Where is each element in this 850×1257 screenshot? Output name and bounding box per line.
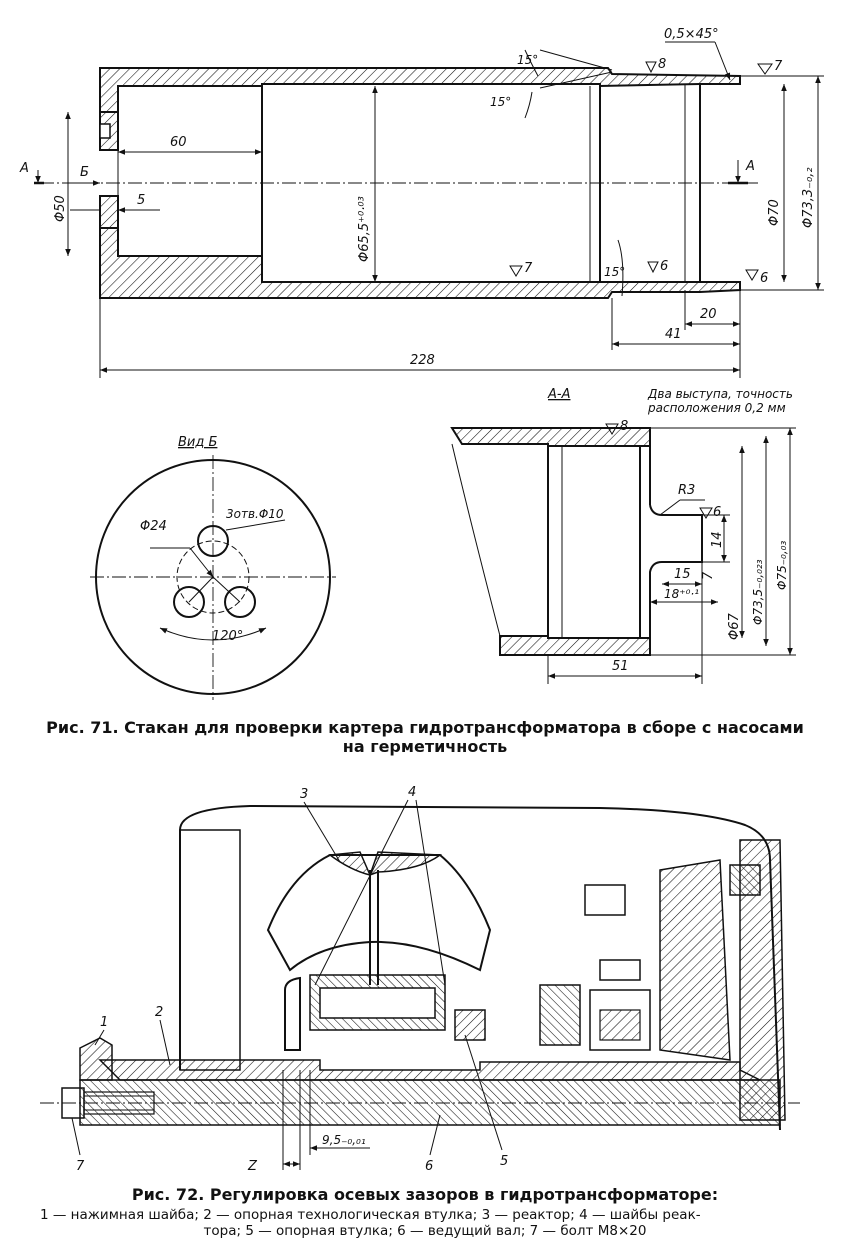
section-aa-note-1: Два выступа, точность xyxy=(647,387,793,401)
view-b-marker: Б xyxy=(80,165,89,180)
section-aa: А-А Два выступа, точность расположения 0… xyxy=(450,387,796,684)
dim-9-5: 9,5₋₀,₀₁ xyxy=(322,1133,366,1147)
aa-w18: 18⁺⁰·¹ xyxy=(664,587,699,601)
dim-d50: Φ50 xyxy=(53,195,68,222)
figure-72-legend-line-1: 1 — нажимная шайба; 2 — опорная технолог… xyxy=(40,1207,701,1223)
section-a-right: А xyxy=(745,159,755,174)
figure-72-drawing: Z 9,5₋₀,₀₁ 1 2 3 4 5 6 7 xyxy=(40,785,800,1174)
rough-8: 8 xyxy=(658,57,666,72)
figure-72-legend: 1 — нажимная шайба; 2 — опорная технолог… xyxy=(40,1207,810,1239)
callout-5: 5 xyxy=(500,1154,508,1169)
figure-71-caption-line-2: на герметичность xyxy=(342,737,508,756)
section-a-left: А xyxy=(19,161,29,176)
dim-20: 20 xyxy=(700,307,717,322)
callout-3: 3 xyxy=(300,787,308,802)
bolt-circle-label: Φ24 xyxy=(140,519,167,534)
figure-71-caption: Рис. 71. Стакан для проверки картера гид… xyxy=(40,718,810,756)
dim-60: 60 xyxy=(170,135,187,150)
figure-71-drawing: 60 5 Φ50 Φ65,5⁺⁰·⁰³ Φ70 Φ73,3₋₀,₂ 20 41 … xyxy=(19,27,824,700)
aa-rough-6: 6 xyxy=(713,505,721,520)
view-b: Вид Б Φ24 3отв.Φ10 120° xyxy=(90,435,336,700)
cup-section xyxy=(40,67,760,299)
callout-4: 4 xyxy=(408,785,416,800)
rough-6-a: 6 xyxy=(660,259,668,274)
dim-228: 228 xyxy=(410,353,435,368)
dim-chamfer: 0,5×45° xyxy=(664,27,719,42)
dim-z: Z xyxy=(247,1159,258,1174)
aa-d75: Φ75₋₀,₀₃ xyxy=(775,541,789,590)
figure-72-caption: Рис. 72. Регулировка осевых зазоров в ги… xyxy=(131,1185,719,1204)
callout-7: 7 xyxy=(76,1159,85,1174)
aa-w7: 7 xyxy=(701,571,716,580)
section-aa-note-2: расположения 0,2 мм xyxy=(647,401,786,415)
dim-d70: Φ70 xyxy=(767,199,782,226)
angle-15-b: 15° xyxy=(490,95,511,109)
figure-72-legend-line-2: тора; 5 — опорная втулка; 6 — ведущий ва… xyxy=(203,1223,647,1239)
callout-1: 1 xyxy=(100,1015,108,1030)
callout-2: 2 xyxy=(155,1005,163,1020)
holes-label: 3отв.Φ10 xyxy=(226,507,284,521)
section-aa-title: А-А xyxy=(547,387,570,402)
dim-5: 5 xyxy=(137,193,145,208)
callout-6: 6 xyxy=(425,1159,433,1174)
rough-6-b: 6 xyxy=(760,271,768,286)
aa-w14: 14 xyxy=(710,531,725,548)
rough-7-right: 7 xyxy=(774,59,783,74)
aa-w15: 15 xyxy=(674,567,691,582)
dim-41: 41 xyxy=(665,327,682,342)
aa-radius: R3 xyxy=(678,483,695,498)
aa-len51: 51 xyxy=(612,659,629,674)
dim-d65: Φ65,5⁺⁰·⁰³ xyxy=(357,196,372,262)
aa-d67: Φ67 xyxy=(727,612,742,640)
aa-rough-8: 8 xyxy=(620,419,628,434)
rough-7-bottom: 7 xyxy=(524,261,533,276)
angle-120-label: 120° xyxy=(212,629,243,644)
cup-dimensions: 60 5 Φ50 Φ65,5⁺⁰·⁰³ Φ70 Φ73,3₋₀,₂ 20 41 … xyxy=(19,27,824,378)
view-b-title: Вид Б xyxy=(178,435,217,450)
aa-d73: Φ73,5₋₀,₀₂₃ xyxy=(751,559,765,625)
angle-15-a: 15° xyxy=(517,53,538,67)
dim-d73: Φ73,3₋₀,₂ xyxy=(801,167,816,228)
figure-71-caption-line-1: Рис. 71. Стакан для проверки картера гид… xyxy=(46,718,804,737)
angle-15-c: 15° xyxy=(604,265,625,279)
